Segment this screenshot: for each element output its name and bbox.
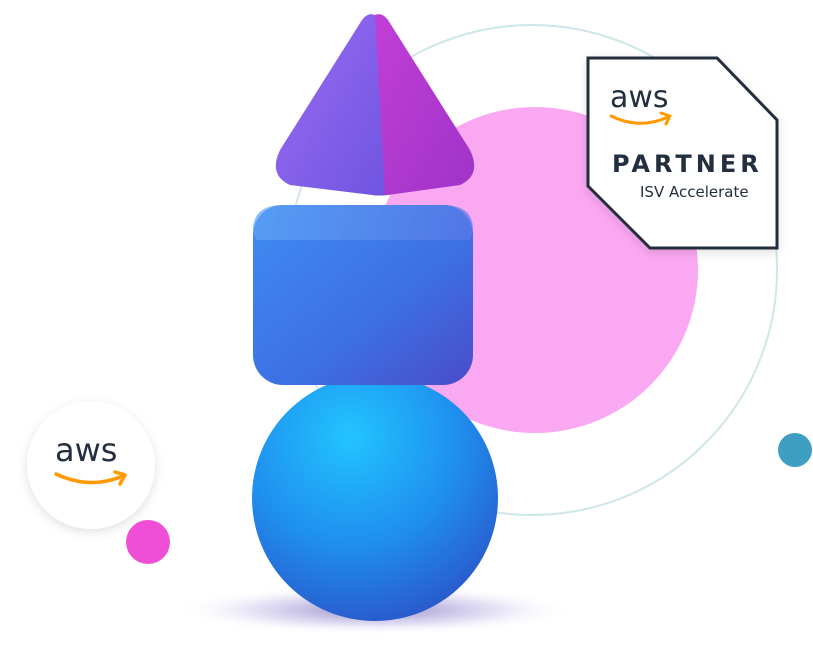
badge-title: PARTNER: [612, 150, 763, 178]
partner-badge: [586, 56, 779, 250]
smile-arrow-icon: [609, 114, 670, 125]
sphere-shape: [252, 375, 498, 621]
aws-logo-circle: [27, 401, 155, 529]
teal-dot: [778, 433, 812, 467]
badge-tier: ISV Accelerate: [640, 183, 749, 201]
pink-dot: [126, 520, 170, 564]
smile-arrow-head-icon: [113, 470, 127, 486]
smile-arrow-icon: [54, 472, 125, 485]
badge-aws-wordmark: aws: [610, 80, 669, 115]
smile-arrow-head-icon: [659, 111, 672, 126]
pyramid-shape: [275, 14, 475, 196]
aws-wordmark: aws: [55, 431, 118, 469]
cube-shape: [253, 205, 473, 385]
